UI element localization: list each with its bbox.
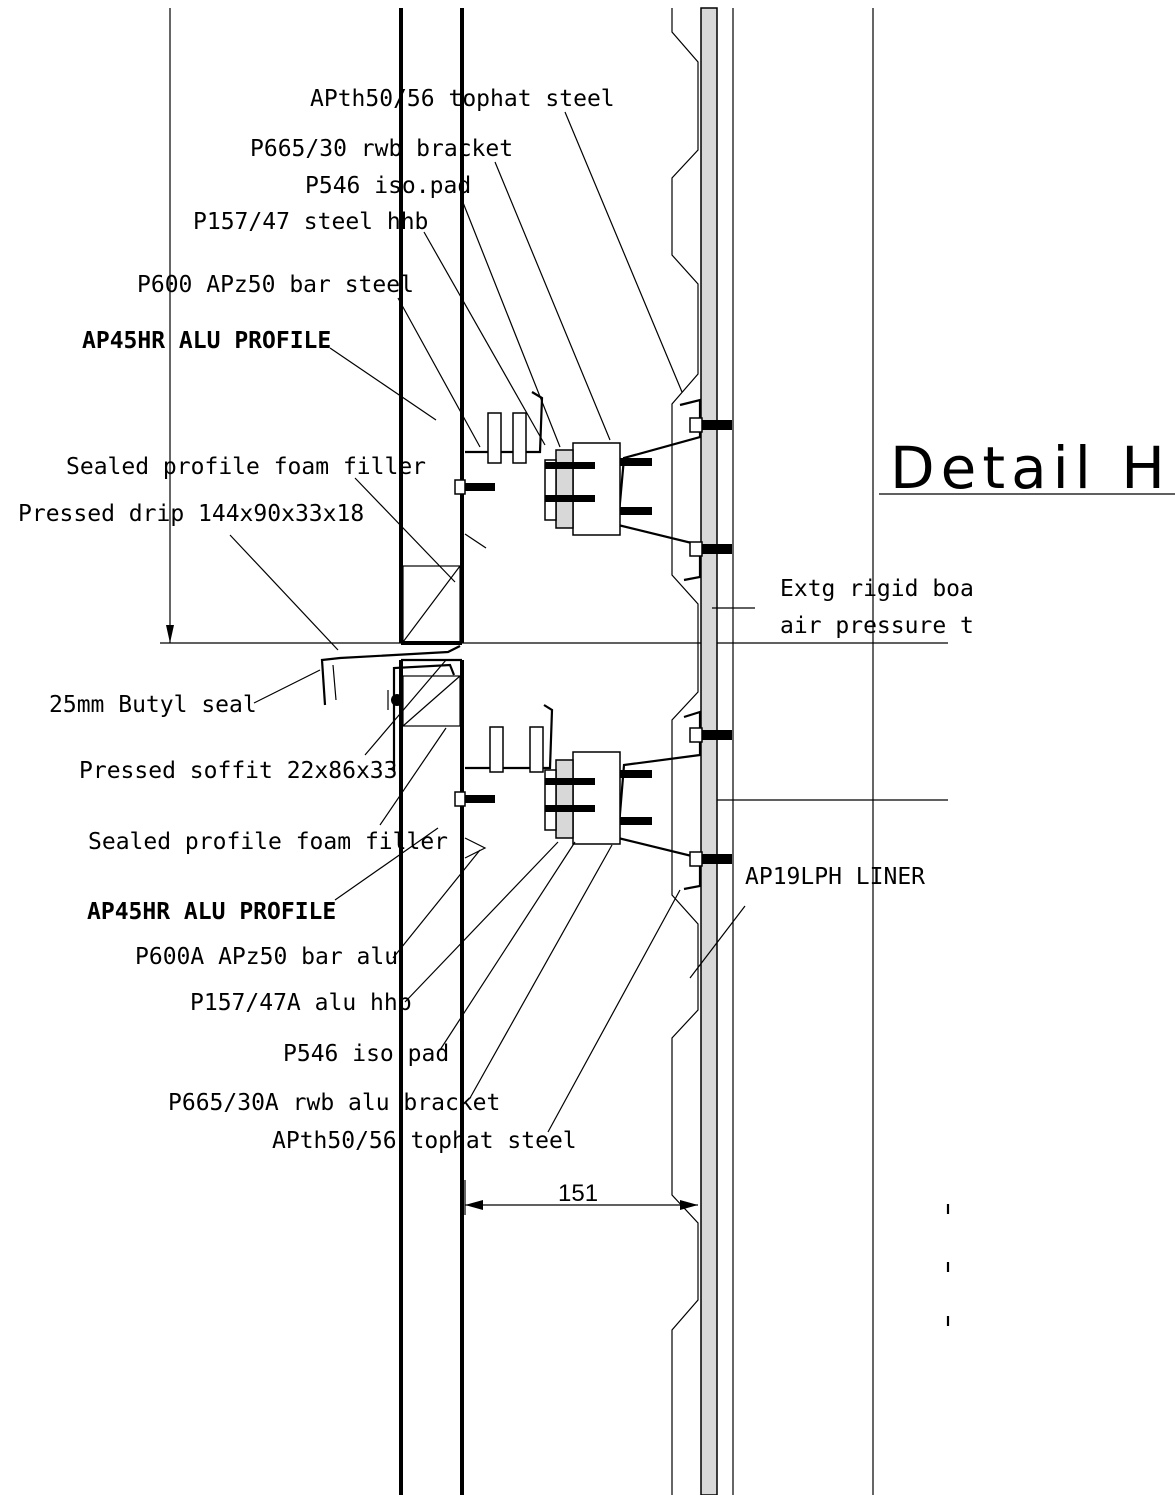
label-alu-profile-top: AP45HR ALU PROFILE xyxy=(82,328,331,354)
label-foam-filler-bottom: Sealed profile foam filler xyxy=(88,829,448,855)
tophat-top xyxy=(616,398,702,582)
label-tophat-top: APth50/56 tophat steel xyxy=(310,86,615,112)
drawing-title: Detail H xyxy=(890,434,1171,502)
level-line xyxy=(160,8,948,801)
label-butyl-seal: 25mm Butyl seal xyxy=(49,692,257,718)
pressed-soffit xyxy=(387,663,456,772)
dimension-value: 151 xyxy=(558,1180,598,1207)
foam-filler-top xyxy=(402,565,461,643)
pressed-drip xyxy=(320,645,461,706)
bracket-assembly-bottom xyxy=(454,704,652,859)
label-isopad-top: P546 iso.pad xyxy=(305,173,471,199)
dimension-151: 151 xyxy=(464,1180,698,1215)
label-bar-alu-bottom: P600A APz50 bar alu xyxy=(135,944,398,970)
label-foam-filler-top: Sealed profile foam filler xyxy=(66,454,426,480)
label-rwb-bracket-bottom: P665/30A rwb alu bracket xyxy=(168,1090,500,1116)
liner-profile xyxy=(671,8,699,1495)
foam-filler-bottom xyxy=(402,675,461,727)
label-bar-steel-top: P600 APz50 bar steel xyxy=(137,272,414,298)
label-liner: AP19LPH LINER xyxy=(745,864,925,890)
label-isopad-bottom: P546 iso.pad xyxy=(283,1041,449,1067)
label-extg-line2: air pressure t xyxy=(780,613,974,639)
tophat-bottom xyxy=(616,710,702,891)
label-hhb-top: P157/47 steel hhb xyxy=(193,209,428,235)
annotations: APth50/56 tophat steel P665/30 rwb brack… xyxy=(18,86,1171,1154)
leader-lines xyxy=(229,111,755,1133)
label-pressed-drip: Pressed drip 144x90x33x18 xyxy=(18,501,364,527)
rigid-board xyxy=(700,7,1175,1495)
label-rwb-bracket-top: P665/30 rwb bracket xyxy=(250,136,513,162)
label-hhb-bottom: P157/47A alu hhb xyxy=(190,990,412,1016)
fixings-right xyxy=(689,417,732,867)
label-pressed-soffit: Pressed soffit 22x86x33 xyxy=(79,758,398,784)
label-alu-profile-bottom: AP45HR ALU PROFILE xyxy=(87,899,336,925)
bracket-assembly-top xyxy=(454,391,652,549)
label-tophat-bottom: APth50/56 tophat steel xyxy=(272,1128,577,1154)
label-extg-line1: Extg rigid boa xyxy=(780,576,974,602)
